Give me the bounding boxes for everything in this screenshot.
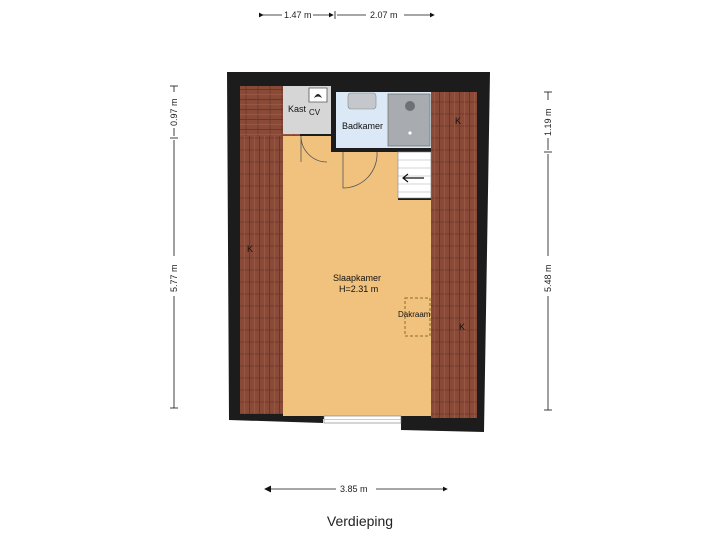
dim-top-left: 1.47 m	[284, 10, 312, 20]
kast-door	[300, 135, 328, 163]
dakraam-frame	[404, 297, 431, 337]
slaapkamer-label: Slaapkamer	[333, 273, 381, 283]
dim-right-lower: 5.48 m	[543, 264, 553, 292]
dimension-right	[544, 91, 552, 411]
floor-title: Verdieping	[326, 513, 394, 529]
dimension-bottom	[264, 485, 448, 493]
stair-steps	[398, 159, 431, 193]
shower-drain-icon	[408, 131, 412, 135]
knee-wall-marker-left: K	[247, 244, 253, 254]
knee-wall-marker-right-lower: K	[459, 322, 465, 332]
staircase	[397, 151, 432, 199]
dimension-left	[170, 85, 178, 409]
dim-top-right: 2.07 m	[370, 10, 398, 20]
stair-arrow-icon	[402, 173, 424, 183]
bedroom-floor	[283, 136, 431, 416]
badkamer-label: Badkamer	[342, 121, 383, 131]
dimension-top	[259, 11, 435, 19]
dim-left-upper: 0.97 m	[169, 98, 179, 126]
dim-right-upper: 1.19 m	[543, 108, 553, 136]
bathroom-door	[342, 151, 378, 189]
cv-flame-icon	[314, 94, 322, 98]
shower-head-icon	[405, 101, 415, 111]
knee-wall-marker-right-upper: K	[455, 116, 461, 126]
dim-left-lower: 5.77 m	[169, 264, 179, 292]
dim-bottom: 3.85 m	[340, 484, 368, 494]
roof-tiles-right	[431, 92, 477, 418]
kast-wall	[331, 86, 336, 152]
cv-label: CV	[309, 108, 321, 117]
kast-label: Kast	[288, 104, 307, 114]
dakraam-label: Dakraam	[398, 310, 431, 319]
slaapkamer-height: H=2.31 m	[339, 284, 378, 294]
bathroom-wall	[336, 148, 431, 152]
sink-icon	[347, 92, 377, 110]
roof-tiles-left	[240, 86, 283, 414]
